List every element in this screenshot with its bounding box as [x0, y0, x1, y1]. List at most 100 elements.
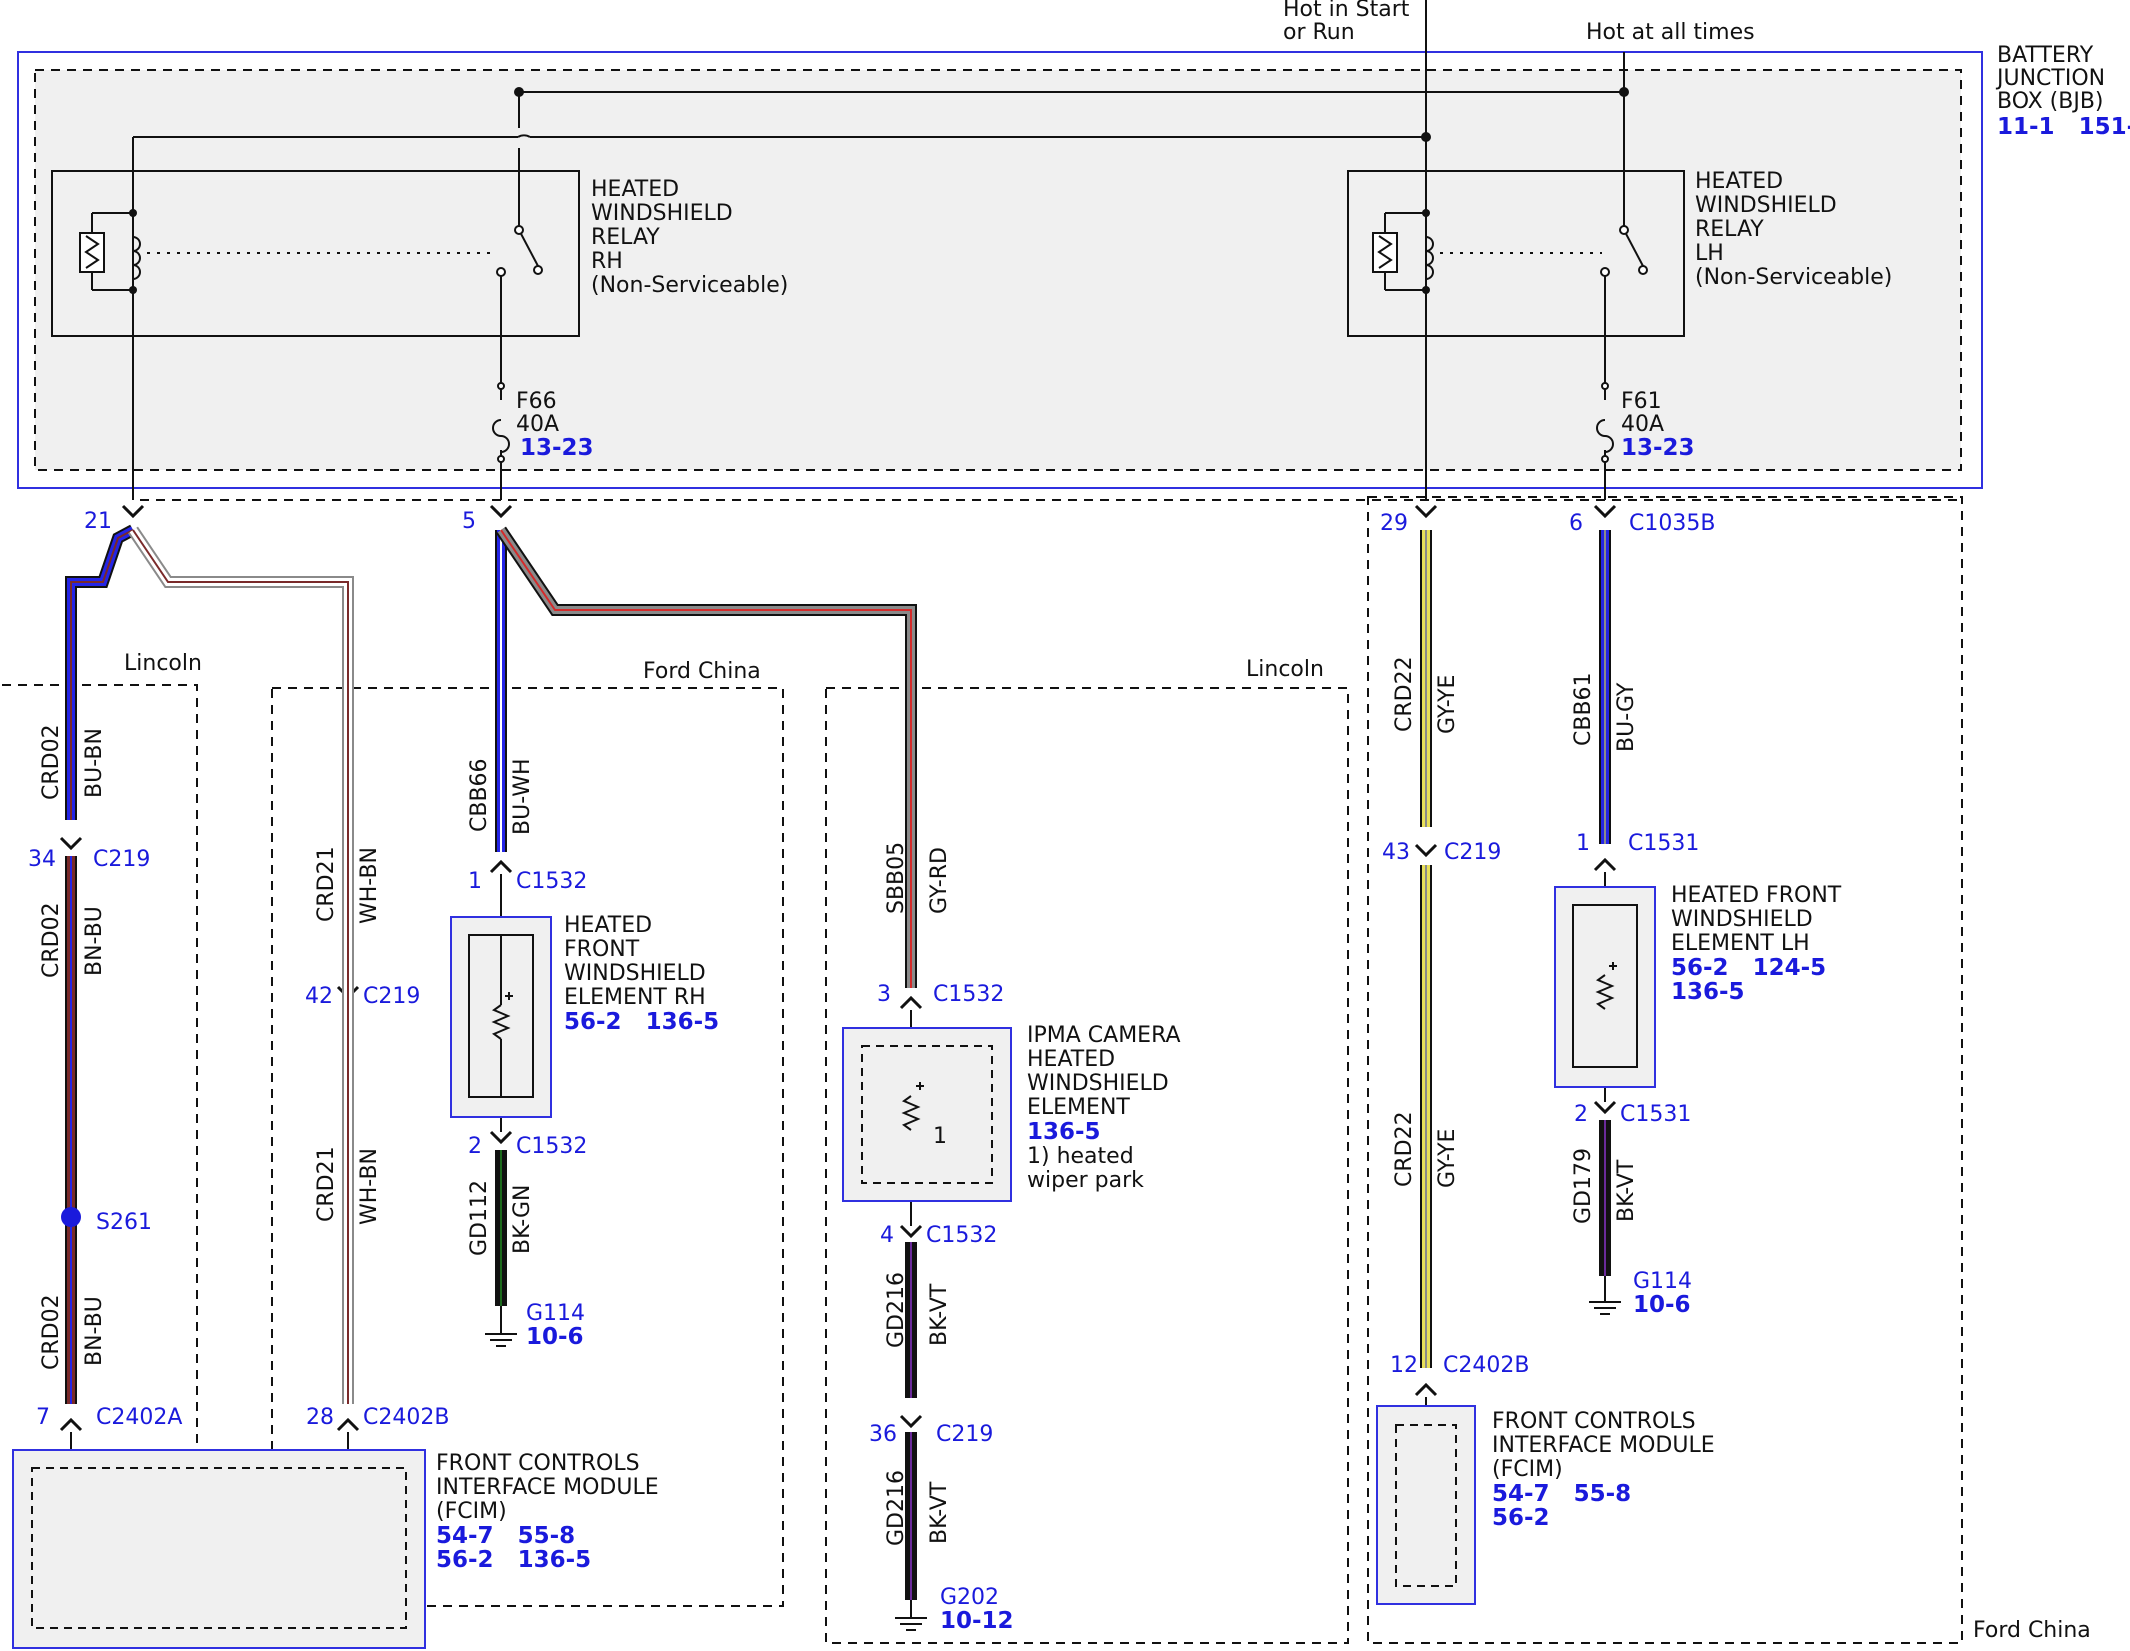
c1532-c: C1532 — [933, 982, 1004, 1007]
relay-lh-label-2: WINDSHIELD — [1695, 193, 1837, 218]
pin-12: 12 — [1390, 1353, 1418, 1378]
hot-start-run-line2: or Run — [1283, 20, 1355, 45]
fuse-f61-ref: 13-23 — [1621, 435, 1695, 461]
c1532-d: C1532 — [926, 1223, 997, 1248]
fcim-left-label-1: FRONT CONTROLS — [436, 1451, 640, 1476]
fcim-right-inner — [1395, 1424, 1457, 1587]
relay-rh-dots — [129, 209, 137, 294]
fcim-left-label-2: INTERFACE MODULE — [436, 1475, 659, 1500]
wire-crd02-b-color: BN-BU — [82, 906, 107, 976]
pin-42: 42 — [305, 984, 333, 1009]
pin-28: 28 — [306, 1405, 334, 1430]
splice-s261-label: S261 — [96, 1210, 152, 1235]
element-rh-refs: 56-2 136-5 — [564, 1009, 719, 1035]
wire-crd22-b-code: CRD22 — [1392, 1111, 1417, 1187]
ground-g114-lh-name: G114 — [1633, 1269, 1692, 1294]
pin-43: 43 — [1382, 840, 1410, 865]
pin-1-lh: 1 — [1576, 831, 1590, 856]
fcim-right-label-1: FRONT CONTROLS — [1492, 1409, 1696, 1434]
relay-rh-contact — [496, 267, 506, 277]
wire-cbb61-color: BU-GY — [1614, 682, 1639, 752]
wire-crd02-a-code: CRD02 — [39, 724, 64, 800]
pin-2-lh: 2 — [1574, 1102, 1588, 1127]
hot-start-run-line1: Hot in Start — [1283, 0, 1410, 22]
element-rh-label-3: WINDSHIELD — [564, 961, 706, 986]
fuse-f66-rating: 40A — [516, 412, 559, 437]
fuse-f61-name: F61 — [1621, 389, 1662, 414]
pin-7: 7 — [36, 1405, 50, 1430]
wire-gd216-a-code: GD216 — [884, 1272, 909, 1348]
ground-symbol — [485, 1276, 1621, 1631]
power-bus — [132, 0, 1625, 500]
relay-lh-contact — [1600, 267, 1610, 277]
wire-gd112-code: GD112 — [467, 1180, 492, 1256]
element-lh-refs-2: 136-5 — [1671, 979, 1745, 1005]
fcim-left-inner — [31, 1467, 407, 1629]
wire-crd21-a-code: CRD21 — [314, 846, 339, 922]
wire-crd22-b-color: GY-YE — [1435, 1129, 1460, 1188]
fcim-right-label-3: (FCIM) — [1492, 1457, 1563, 1482]
pin-5: 5 — [462, 509, 476, 534]
wire-sbb05-color: GY-RD — [927, 847, 952, 914]
ground-g114-rh-name: G114 — [526, 1301, 585, 1326]
bjb-refs: 11-1 151-9 — [1997, 114, 2130, 140]
pin-6: 6 — [1569, 511, 1583, 536]
wire-gd179-color: BK-VT — [1614, 1159, 1639, 1222]
ipma-box — [842, 1027, 1012, 1202]
c2402b-b: C2402B — [1443, 1353, 1529, 1378]
c219-a: C219 — [93, 847, 150, 872]
ground-g202-ref: 10-12 — [940, 1608, 1014, 1634]
connector-chevrons — [59, 504, 1617, 1432]
wire-gd179-code: GD179 — [1571, 1148, 1596, 1224]
element-rh-label-1: HEATED — [564, 913, 652, 938]
pin-29: 29 — [1380, 511, 1408, 536]
region-ford-china-mid: Ford China — [643, 659, 761, 684]
ipma-inner — [861, 1045, 993, 1184]
element-lh-heater-icon — [1595, 962, 1617, 1010]
component-leads — [70, 872, 1606, 1468]
wire-crd21-wh-bn — [128, 526, 354, 1404]
relay-rh-label-2: WINDSHIELD — [591, 201, 733, 226]
wire-gd216-b-code: GD216 — [884, 1470, 909, 1546]
c219-c: C219 — [1444, 840, 1501, 865]
bjb-title-line3: BOX (BJB) — [1997, 89, 2104, 114]
element-lh-label-3: ELEMENT LH — [1671, 931, 1810, 956]
ipma-ref: 136-5 — [1027, 1119, 1101, 1145]
ipma-label-4: ELEMENT — [1027, 1095, 1130, 1120]
splice-s261-dot — [61, 1207, 81, 1227]
junction-dots — [514, 87, 1629, 142]
relay-lh-label-5: (Non-Serviceable) — [1695, 265, 1892, 290]
wire-cbb66-code: CBB66 — [467, 758, 492, 832]
wire-crd21-b-code: CRD21 — [314, 1146, 339, 1222]
relay-rh-contact — [533, 265, 543, 275]
ipma-label-2: HEATED — [1027, 1047, 1115, 1072]
wire-gd112-color: BK-GN — [510, 1185, 535, 1254]
region-ford-china-right: Ford China — [1973, 1618, 2091, 1643]
c2402a: C2402A — [96, 1405, 182, 1430]
wire-crd22-a-code: CRD22 — [1392, 656, 1417, 732]
wire-cbb61-code: CBB61 — [1571, 672, 1596, 746]
pin-4: 4 — [880, 1223, 894, 1248]
bjb-outline — [17, 51, 1983, 489]
relay-rh-label-5: (Non-Serviceable) — [591, 273, 788, 298]
c2402b-a: C2402B — [363, 1405, 449, 1430]
element-lh-label-2: WINDSHIELD — [1671, 907, 1813, 932]
relay-rh-box — [51, 170, 580, 337]
wire-crd02-c-color: BN-BU — [82, 1296, 107, 1366]
element-lh-inner — [1572, 904, 1638, 1068]
c1532-b: C1532 — [516, 1134, 587, 1159]
element-rh-label-4: ELEMENT RH — [564, 985, 706, 1010]
relay-lh-label-1: HEATED — [1695, 169, 1783, 194]
ipma-note-1: 1) heated — [1027, 1144, 1134, 1169]
ground-g114-rh-ref: 10-6 — [526, 1324, 584, 1350]
hot-all-times: Hot at all times — [1586, 20, 1755, 45]
fuse-f66-name: F66 — [516, 389, 557, 414]
wire-crd02-c-code: CRD02 — [39, 1294, 64, 1370]
ipma-heater-icon — [901, 1082, 924, 1131]
relay-lh-box — [1347, 170, 1685, 337]
region-lincoln-left: Lincoln — [124, 651, 202, 676]
c219-b: C219 — [363, 984, 420, 1009]
c1531-b: C1531 — [1620, 1102, 1691, 1127]
c1035b: C1035B — [1629, 511, 1715, 536]
